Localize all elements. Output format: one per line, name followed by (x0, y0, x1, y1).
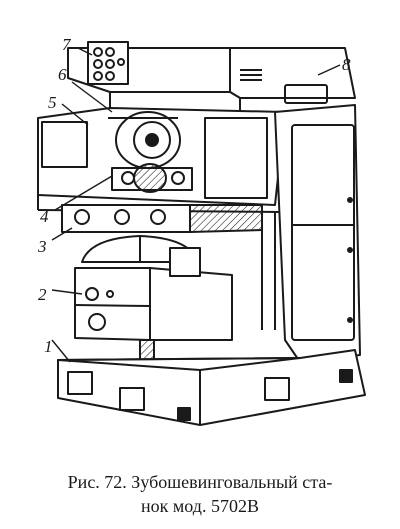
leader-lines (51, 47, 341, 363)
label-6: 6 (58, 65, 67, 84)
label-4: 4 (40, 207, 49, 226)
figure-caption: Рис. 72. Зубошевинговальный ста- нок мод… (0, 470, 400, 529)
label-7: 7 (62, 35, 72, 54)
caption-line-1: Рис. 72. Зубошевинговальный ста- (67, 472, 333, 492)
machine-column (261, 104, 361, 363)
label-5: 5 (48, 93, 57, 112)
feed-box (74, 247, 233, 341)
machine-diagram: 7 6 5 8 4 3 2 1 (37, 35, 366, 426)
label-3: 3 (37, 237, 47, 256)
work-gear (111, 163, 193, 193)
control-panel (87, 41, 129, 85)
label-2: 2 (38, 285, 47, 304)
label-8: 8 (342, 55, 351, 74)
label-1: 1 (44, 337, 53, 356)
caption-line-2: нок мод. 5702В (141, 496, 259, 516)
shaving-cutter (108, 111, 181, 169)
machine-base (57, 349, 366, 426)
table-carrier (61, 204, 263, 233)
